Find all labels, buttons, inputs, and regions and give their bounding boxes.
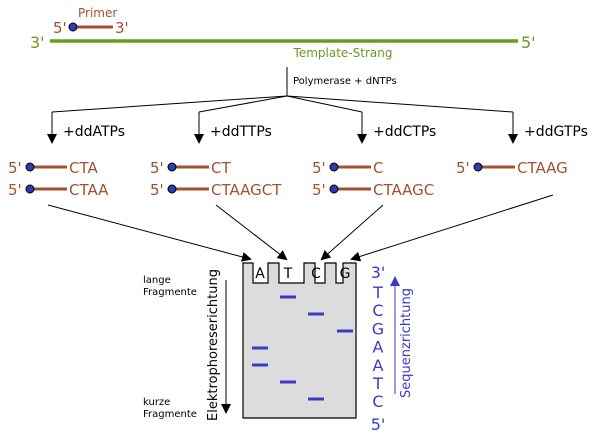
- gel-band: [337, 329, 353, 333]
- reaction-label-ddttp: +ddTTPs: [210, 124, 272, 140]
- sequence-letter: G: [372, 319, 384, 338]
- fragment-sequence: CTAA: [69, 181, 109, 199]
- branch-line-a: [51, 95, 288, 113]
- long-fragments-label-line1: lange: [143, 275, 171, 286]
- branch-line-g: [286, 95, 514, 113]
- gel-lane-label-t: T: [283, 266, 293, 282]
- primer-label: Primer: [78, 6, 117, 20]
- fragment-sequence: CT: [211, 159, 231, 177]
- fragment-sequence: C: [373, 159, 383, 177]
- short-fragments-label-line1: kurze: [143, 397, 170, 408]
- arrow-to-well-a: [47, 204, 252, 262]
- sequence-3-end: 3': [371, 263, 386, 282]
- gel-lane-label-c: C: [311, 266, 321, 282]
- gel-band: [308, 312, 324, 316]
- gel-body: [242, 262, 357, 419]
- short-fragments-label-line2: Fragmente: [143, 409, 197, 420]
- template-5-end: 5': [521, 33, 536, 52]
- gel-bands: [252, 295, 353, 401]
- primer-3-end: 3': [115, 19, 129, 37]
- fragment-sequence: CTAAGC: [373, 181, 434, 199]
- fragment-dot: [25, 162, 35, 172]
- fragment-end: 5': [312, 181, 326, 199]
- sequence-letter: A: [373, 338, 384, 357]
- fragment-dot: [25, 184, 35, 194]
- template-label: Template-Strang: [293, 46, 393, 60]
- sequence-letter: C: [372, 301, 383, 320]
- template-3-end: 3': [30, 33, 45, 52]
- fragment-sequence: CTAAGCT: [211, 181, 282, 199]
- fragment-dot: [329, 184, 339, 194]
- reaction-label: Polymerase + dNTPs: [293, 76, 397, 87]
- gel-band: [280, 380, 296, 384]
- sequence-letter: T: [372, 283, 383, 302]
- reaction-label-ddctp: +ddCTPs: [373, 124, 436, 140]
- fragment-end: 5': [150, 159, 164, 177]
- primer-5-end: 5': [53, 19, 67, 37]
- arrow-to-well-t: [215, 204, 288, 261]
- fragment-end: 5': [8, 159, 22, 177]
- branch-line-c: [286, 95, 363, 113]
- gel-lane-label-g: G: [340, 266, 351, 282]
- fragment-dot: [329, 162, 339, 172]
- sequence-letter: T: [372, 374, 383, 393]
- fragment-dot: [167, 184, 177, 194]
- fragment-dot: [473, 162, 483, 172]
- long-fragments-label-line2: Fragmente: [143, 287, 197, 298]
- sequence-direction-label: Sequenzrichtung: [399, 288, 414, 398]
- gel-band: [308, 397, 324, 401]
- arrow-to-well-g: [350, 194, 554, 262]
- sequence-5-end: 5': [371, 415, 386, 434]
- fragment-end: 5': [8, 181, 22, 199]
- gel-band: [252, 346, 268, 350]
- gel-band: [280, 295, 296, 299]
- reaction-label-ddatp: +ddATPs: [63, 124, 125, 140]
- fragment-sequence: CTA: [69, 159, 98, 177]
- fragment-end: 5': [456, 159, 470, 177]
- branch-line-t: [198, 95, 288, 113]
- arrow-to-well-c: [320, 204, 384, 261]
- gel-lane-label-a: A: [255, 266, 265, 282]
- reaction-label-ddgtp: +ddGTPs: [524, 124, 588, 140]
- primer-dot: [68, 22, 78, 32]
- gel-band: [252, 363, 268, 367]
- fragment-sequence: CTAAG: [517, 159, 568, 177]
- fragment-dot: [167, 162, 177, 172]
- sequence-letter: C: [372, 392, 383, 411]
- electrophoresis-label: Elektrophoreserichtung: [206, 269, 221, 421]
- fragment-end: 5': [150, 181, 164, 199]
- sequence-letter: A: [373, 356, 384, 375]
- fragment-end: 5': [312, 159, 326, 177]
